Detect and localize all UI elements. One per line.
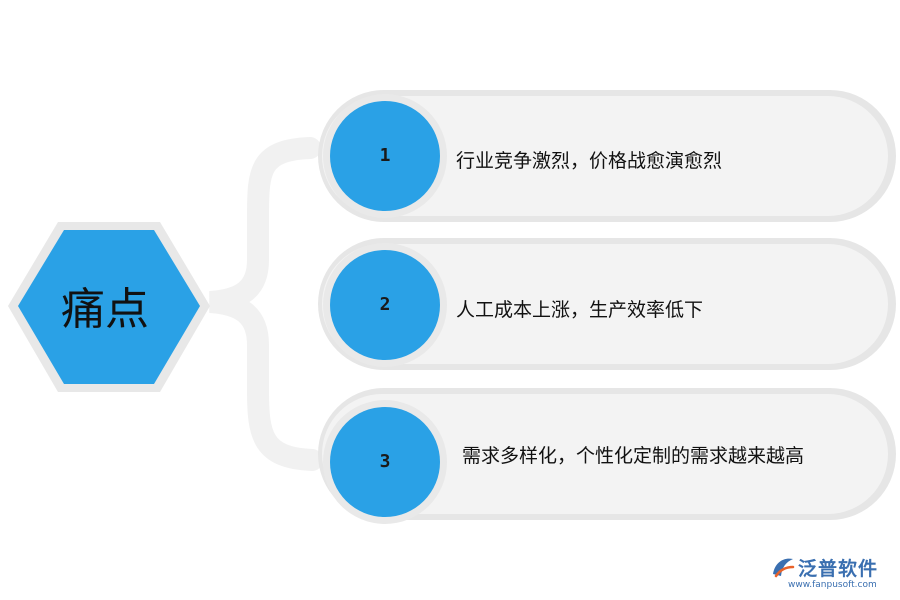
logo-url: www.fanpusoft.com	[788, 580, 877, 590]
pill-2-bg	[322, 244, 888, 364]
item-2-number: 2	[379, 294, 391, 315]
brand-logo: 泛普软件 www.fanpusoft.com	[770, 552, 895, 596]
pill-1-bg	[322, 96, 888, 216]
circle-1	[330, 101, 440, 211]
item-1-number: 1	[379, 145, 391, 166]
circle-3	[330, 407, 440, 517]
fanpu-logo-icon	[773, 558, 795, 578]
hexagon-inner	[18, 230, 200, 384]
logo-name: 泛普软件	[798, 558, 879, 580]
item-1-text: 行业竞争激烈，价格战愈演愈烈	[456, 150, 723, 172]
circle-2	[330, 250, 440, 360]
item-2-text: 人工成本上涨，生产效率低下	[456, 299, 704, 321]
pill-3-bg	[322, 394, 888, 514]
item-3-text: 需求多样化，个性化定制的需求越来越高	[462, 445, 805, 467]
center-label: 痛点	[61, 284, 149, 335]
item-3-number: 3	[379, 451, 391, 472]
brace-connector	[208, 137, 323, 471]
